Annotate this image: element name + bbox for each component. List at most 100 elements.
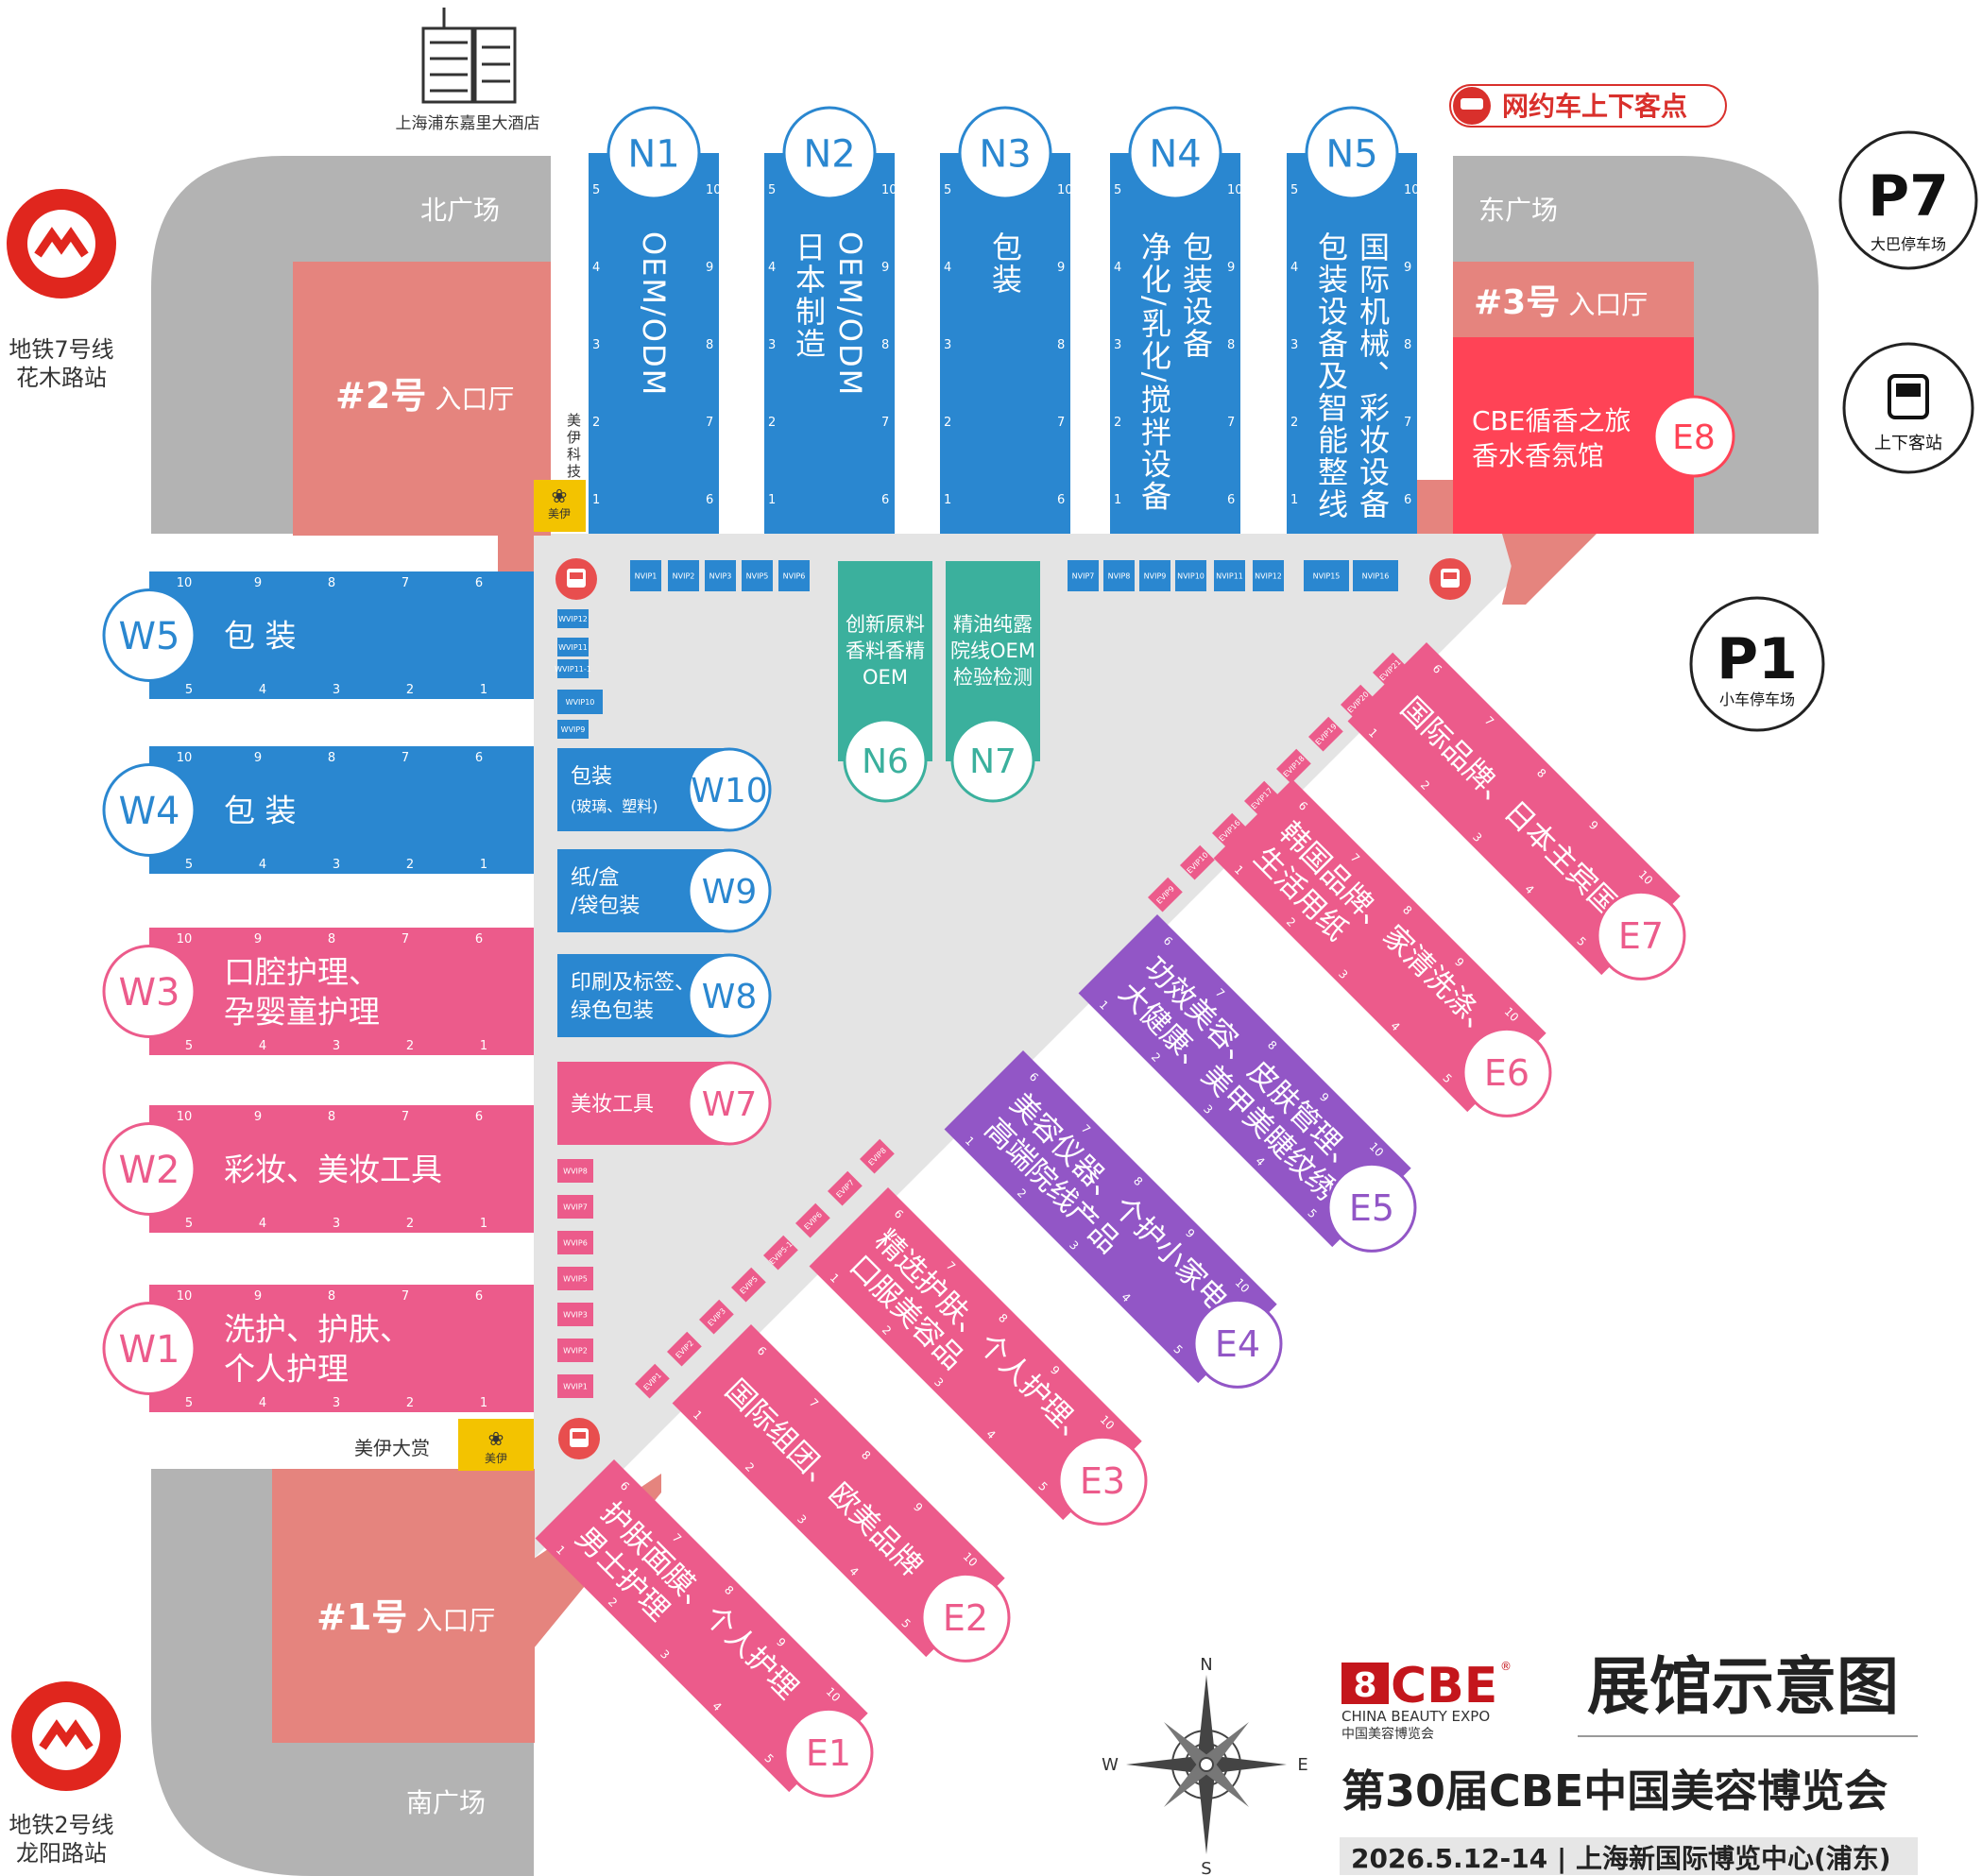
parking-p1-code: P1 [1717,626,1798,692]
parking-p1[interactable]: P1 小车停车场 [1689,596,1825,732]
vip-room[interactable]: WVIP10 [557,690,603,714]
vip-room[interactable]: EVIP2 [667,1331,702,1367]
compass-e: E [1297,1755,1307,1775]
ride-hailing-point[interactable]: 网约车上下客点 [1449,84,1727,128]
vip-room[interactable]: WVIP3 [557,1303,593,1326]
sponsor-meiyi-tech[interactable]: 美伊科技 美伊 ❀ [534,412,586,532]
vip-room[interactable]: NVIP9 [1139,560,1170,591]
vip-room[interactable]: NVIP6 [778,560,810,591]
hall-block [944,1050,1277,1384]
vip-room[interactable]: NVIP3 [705,560,736,591]
booth-number: 6 [706,493,713,507]
vip-room[interactable]: NVIP1 [630,560,661,591]
vip-room[interactable]: EVIP7 [828,1170,863,1206]
booth-number: 10 [177,1289,193,1304]
entrance-3[interactable]: #3号 入口厅 [1453,262,1694,337]
shuttle-stop-ne[interactable] [1429,558,1471,600]
vip-room[interactable]: WVIP5 [557,1267,593,1290]
vip-room[interactable]: WVIP11 [557,638,589,657]
shuttle-stop-sw[interactable] [558,1418,600,1459]
sponsor-north-badge-text: 美伊 [548,507,571,520]
hall-e8[interactable]: CBE循香之旅 香水香氛馆 E8 [1453,337,1735,534]
booth-number: 2 [768,416,776,430]
vip-room[interactable]: NVIP12 [1253,560,1284,591]
vip-room[interactable]: NVIP10 [1175,560,1206,591]
booth-number: 4 [592,261,600,275]
vip-room[interactable]: EVIP19 [1308,716,1343,752]
vip-room[interactable]: EVIP9 [1148,877,1183,912]
hall-w10[interactable]: 包装(玻璃、塑料)W10 [557,747,772,832]
vip-room[interactable]: EVIP8 [860,1138,895,1174]
bus-station[interactable]: 上下客站 [1842,342,1974,474]
hall-block [1287,153,1417,534]
hall-e6-marker: E6 [1461,1027,1552,1117]
booth-number: 3 [333,1396,340,1410]
metro-line-7[interactable]: 地铁7号线 花木路站 [7,189,116,391]
hall-block [940,153,1070,534]
vip-room[interactable]: EVIP5 [731,1267,766,1303]
vip-room[interactable]: WVIP11-1 [555,659,591,678]
booth-number: 5 [185,858,193,872]
vip-room-block [557,659,589,678]
vip-room[interactable]: NVIP15 [1304,560,1349,591]
vip-room-block [1373,652,1408,688]
vip-room[interactable]: WVIP9 [557,720,589,739]
vip-room[interactable]: NVIP2 [668,560,699,591]
vip-room[interactable]: WVIP1 [557,1374,593,1398]
vip-room[interactable]: EVIP6 [795,1202,830,1238]
sponsor-meiyi-award[interactable]: 美伊大赏 美伊 ❀ [354,1419,534,1471]
metro-line-2[interactable]: 地铁2号线 龙阳路站 [9,1681,121,1867]
hotel-marker[interactable]: 上海浦东嘉里大酒店 [396,8,540,133]
vip-room[interactable]: EVIP3 [699,1299,734,1335]
vip-room[interactable]: WVIP7 [557,1195,593,1219]
map-title: 展馆示意图 [1587,1650,1899,1723]
hall-e4-code: E4 [1215,1323,1260,1365]
booth-number: 4 [259,1396,266,1410]
booth-number: 6 [475,576,483,590]
vip-room-block [1148,877,1183,912]
vip-room[interactable]: NVIP5 [742,560,773,591]
vip-room[interactable]: WVIP8 [557,1159,593,1183]
parking-p7-label: 大巴停车场 [1871,235,1946,253]
vip-room[interactable]: NVIP8 [1103,560,1135,591]
entrance-2[interactable]: #2号 入口厅 [293,262,551,536]
vip-room[interactable]: NVIP16 [1353,560,1398,591]
vip-room-block [1212,812,1247,848]
entrance-1[interactable]: #1号 入口厅 [272,1469,535,1743]
hall-w1-line: 个人护理 [224,1351,349,1388]
vip-room[interactable]: WVIP6 [557,1231,593,1254]
vip-room[interactable]: WVIP2 [557,1339,593,1362]
bus-icon [1888,374,1929,419]
parking-p7[interactable]: P7 大巴停车场 [1838,130,1978,270]
svg-text:#3号 入口厅: #3号 入口厅 [1474,283,1648,322]
vip-room[interactable]: WVIP12 [557,609,589,628]
hall-w1-badge [102,1302,196,1395]
shuttle-stop-nw[interactable] [555,558,597,600]
vip-room[interactable]: NVIP7 [1068,560,1099,591]
booth-number: 4 [259,683,266,697]
vip-room-block [731,1267,766,1303]
booth-number: 10 [881,183,897,197]
booth-number: 8 [328,576,335,590]
vip-room[interactable]: EVIP1 [635,1363,670,1399]
hall-w9-badge [687,848,772,933]
vip-room[interactable]: NVIP11 [1214,560,1245,591]
hall-e1-marker: E1 [783,1707,874,1798]
entrance-2-number: #2号 [335,375,426,417]
